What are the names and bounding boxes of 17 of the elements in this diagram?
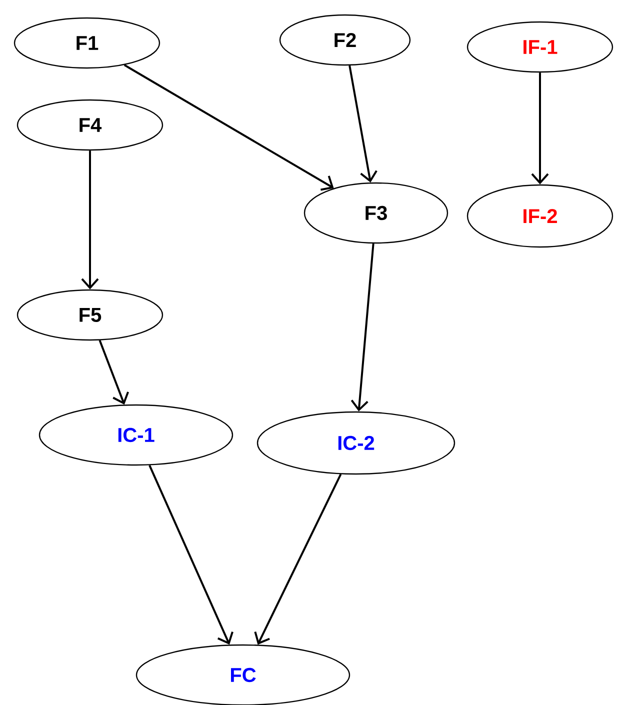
ellipse-node: F1 <box>14 17 160 69</box>
ellipse-node: F3 <box>304 182 448 244</box>
arrow <box>148 464 234 645</box>
arrow <box>124 64 334 191</box>
ellipse-node: F5 <box>16 289 164 341</box>
ellipse-node: IC-2 <box>256 411 456 475</box>
arrow <box>81 150 99 290</box>
arrow <box>350 244 374 412</box>
ellipse-node: F2 <box>279 14 411 66</box>
arrow <box>98 340 129 405</box>
ellipse-node: IC-1 <box>38 404 234 466</box>
ellipse-node: F4 <box>16 99 164 151</box>
ellipse-node: IF-2 <box>466 184 614 248</box>
arrow <box>254 474 342 645</box>
arrow <box>348 65 378 182</box>
arrow <box>531 72 549 184</box>
ellipse-node: IF-1 <box>466 21 614 73</box>
